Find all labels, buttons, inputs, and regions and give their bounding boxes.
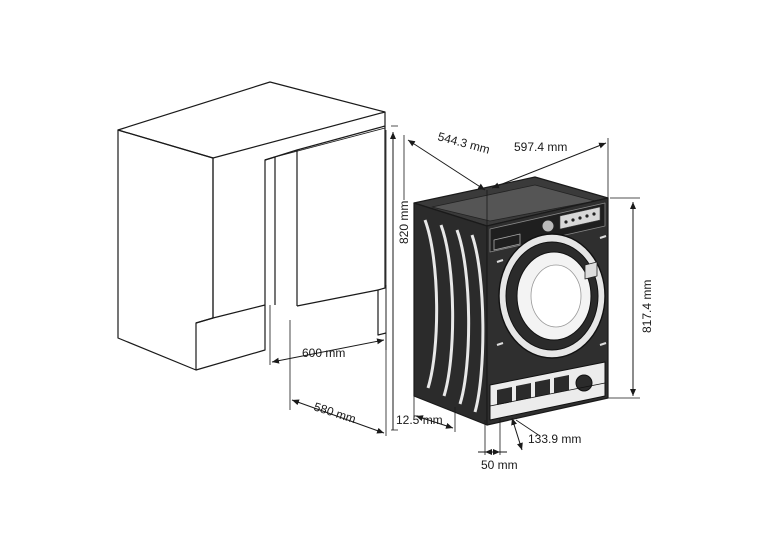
- cabinet-top: [117, 81, 386, 159]
- label-machine-height: 817.4 mm: [640, 280, 654, 333]
- dim-door-offset: [415, 415, 454, 429]
- washing-machine: [413, 176, 609, 426]
- cabinet-front-left: [212, 149, 298, 319]
- label-depth-top: 544.3 mm: [436, 129, 491, 156]
- dim-cabinet-width: [271, 338, 385, 364]
- label-base-offset: 50 mm: [481, 458, 518, 472]
- cabinet-left-side: [117, 129, 214, 371]
- dim-cabinet-depth: [291, 399, 385, 434]
- cabinet: [117, 81, 387, 371]
- label-cabinet-width: 600 mm: [302, 346, 345, 360]
- dim-width-top: [491, 142, 607, 189]
- side-ribs: [423, 219, 485, 413]
- dimension-lines: [269, 125, 640, 455]
- label-door-offset: 12.5 mm: [396, 413, 443, 427]
- dim-depth-top: [407, 139, 486, 191]
- label-cabinet-depth: 580 mm: [312, 400, 358, 427]
- dim-kick-height: [511, 417, 523, 451]
- cabinet-front-right: [296, 112, 386, 151]
- program-dial-icon: [541, 219, 555, 233]
- label-width-top: 597.4 mm: [514, 140, 567, 154]
- label-kick-height: 133.9 mm: [528, 432, 581, 446]
- machine-side: [413, 202, 488, 426]
- label-cabinet-height: 820 mm: [397, 201, 411, 244]
